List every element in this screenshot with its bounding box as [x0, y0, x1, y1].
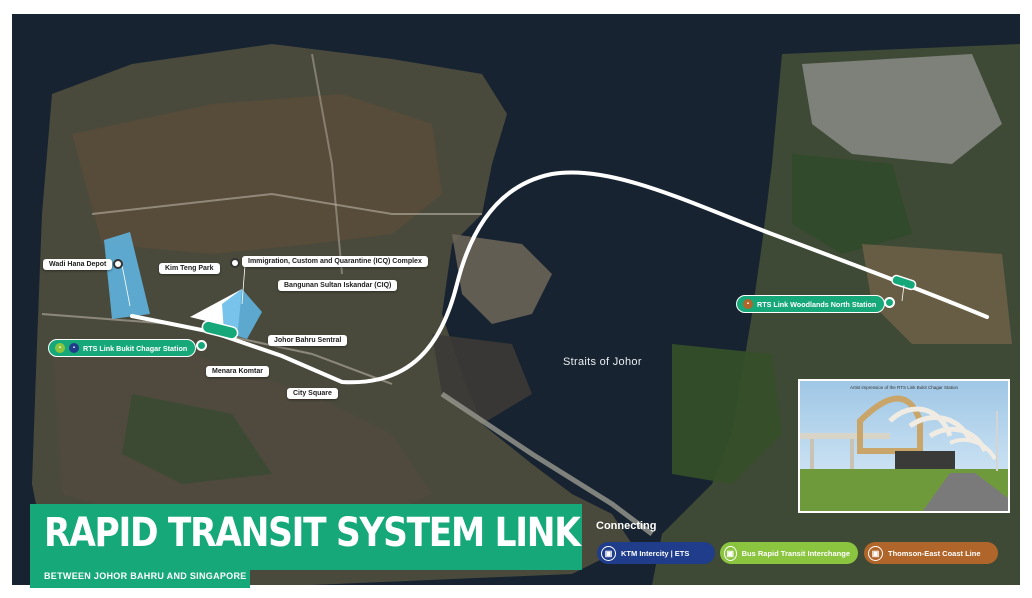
woodlands-station-marker[interactable]	[891, 274, 917, 291]
bus-icon: ▪	[55, 343, 65, 353]
connect-ktm[interactable]: ▣ KTM Intercity | ETS	[597, 542, 715, 564]
artist-impression-inset[interactable]: Artist impression of the RTS Link Bukit …	[798, 379, 1010, 513]
icq-pin[interactable]	[230, 258, 240, 268]
inset-caption: Artist impression of the RTS Link Bukit …	[850, 385, 958, 390]
train-icon: ▣	[601, 545, 616, 561]
woodlands-station-label[interactable]: ▪ RTS Link Woodlands North Station	[736, 295, 886, 313]
train-icon: ▪	[69, 343, 79, 353]
label-jb-sentral: Johor Bahru Sentral	[268, 335, 348, 346]
bus-icon: ▣	[724, 545, 737, 561]
metro-icon: ▣	[868, 545, 883, 561]
woodlands-ring-icon	[884, 297, 895, 308]
label-city-square: City Square	[287, 388, 338, 399]
straits-of-johor-label: Straits of Johor	[563, 356, 642, 368]
page-subtitle: BETWEEN JOHOR BAHRU AND SINGAPORE	[44, 571, 247, 581]
bukit-chagar-station-marker[interactable]	[201, 320, 239, 340]
woodlands-station-name: RTS Link Woodlands North Station	[757, 299, 877, 309]
connect-tel[interactable]: ▣ Thomson-East Coast Line	[864, 542, 998, 564]
title-banner: RAPID TRANSIT SYSTEM LINK	[30, 504, 582, 570]
bukit-chagar-station-name: RTS Link Bukit Chagar Station	[83, 343, 188, 353]
bukit-chagar-station-label[interactable]: ▪ ▪ RTS Link Bukit Chagar Station	[48, 339, 197, 357]
connect-brt-label: Bus Rapid Transit Interchange	[741, 548, 850, 558]
label-wadi-hana-depot: Wadi Hana Depot	[43, 259, 113, 270]
connect-tel-label: Thomson-East Coast Line	[888, 548, 981, 558]
label-kim-teng-park: Kim Teng Park	[159, 263, 220, 274]
rts-link-route	[130, 170, 989, 385]
bukit-chagar-ring-icon	[196, 340, 207, 351]
wadi-hana-pin[interactable]	[113, 259, 123, 269]
page-title: RAPID TRANSIT SYSTEM LINK	[44, 510, 581, 556]
wadi-hana-depot-area	[104, 232, 150, 319]
connect-ktm-label: KTM Intercity | ETS	[621, 548, 690, 558]
label-ciq-building: Bangunan Sultan Iskandar (CIQ)	[278, 280, 398, 291]
label-icq-complex: Immigration, Custom and Quarantine (ICQ)…	[242, 256, 428, 267]
connect-brt[interactable]: ▣ Bus Rapid Transit Interchange	[720, 542, 858, 564]
subtitle-banner: BETWEEN JOHOR BAHRU AND SINGAPORE	[30, 566, 250, 588]
connecting-heading: Connecting	[596, 520, 657, 532]
label-menara-komtar: Menara Komtar	[206, 366, 269, 377]
metro-icon: ▪	[743, 299, 753, 309]
